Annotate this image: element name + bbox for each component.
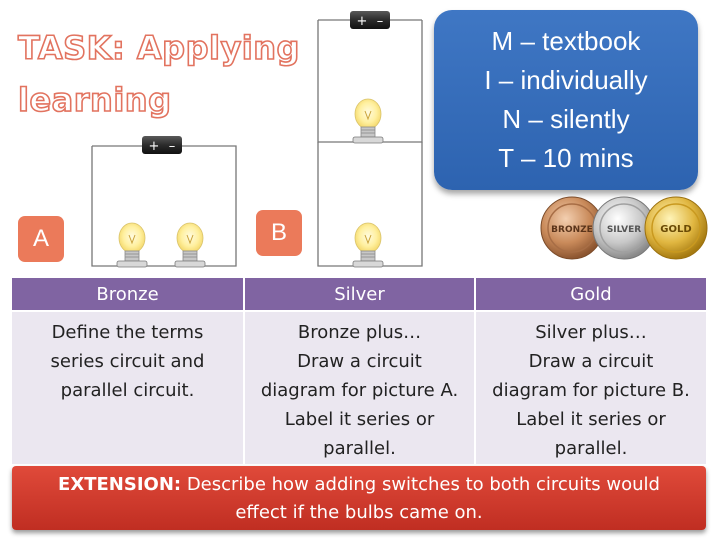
- extension-line1: EXTENSION: Describe how adding switches …: [58, 474, 660, 495]
- header-silver: Silver: [244, 278, 476, 311]
- header-gold: Gold: [475, 278, 706, 311]
- circuit-a: + –: [91, 136, 237, 268]
- svg-text:BRONZE: BRONZE: [551, 225, 593, 235]
- table-header-row: Bronze Silver Gold: [12, 278, 706, 311]
- label-b-badge: B: [256, 210, 302, 256]
- svg-text:GOLD: GOLD: [660, 224, 691, 235]
- battery-b-plus: +: [357, 14, 368, 29]
- task-title-line1: TASK: Applying: [17, 28, 300, 68]
- bronze-task-cell: Define the terms series circuit and para…: [12, 310, 245, 464]
- battery-a-minus: –: [169, 139, 176, 154]
- battery-b: + –: [350, 11, 390, 29]
- medals-image: BRONZE SILVER GOLD: [540, 196, 708, 260]
- task-title-line2: learning: [17, 80, 172, 120]
- table-row: Define the terms series circuit and para…: [12, 310, 706, 464]
- svg-text:SILVER: SILVER: [607, 225, 641, 235]
- gold-medal-icon: GOLD: [644, 196, 708, 260]
- mint-line-m: M – textbook: [491, 26, 641, 56]
- extension-label: EXTENSION:: [58, 474, 182, 495]
- silver-task-cell: Bronze plus… Draw a circuit diagram for …: [244, 310, 476, 464]
- header-bronze: Bronze: [12, 278, 245, 311]
- circuit-pictures: + – + –: [91, 11, 423, 268]
- battery-a: + –: [142, 136, 182, 154]
- label-a-badge: A: [18, 216, 64, 262]
- mint-line-n: N – silently: [502, 104, 630, 134]
- extension-line2: effect if the bulbs came on.: [235, 502, 483, 523]
- circuit-b: + –: [317, 11, 423, 268]
- task-title: TASK: Applying learning: [17, 22, 318, 126]
- mint-line-t: T – 10 mins: [498, 143, 634, 173]
- bulb-icon: [352, 98, 384, 144]
- battery-a-plus: +: [149, 139, 160, 154]
- mint-instructions: M – textbook I – individually N – silent…: [434, 10, 698, 190]
- bulb-icon: [116, 222, 148, 268]
- extension-task: EXTENSION: Describe how adding switches …: [12, 466, 706, 530]
- mint-line-i: I – individually: [484, 65, 648, 95]
- bulb-icon: [174, 222, 206, 268]
- bulb-icon: [352, 222, 384, 268]
- battery-b-minus: –: [377, 14, 384, 29]
- gold-task-cell: Silver plus… Draw a circuit diagram for …: [475, 310, 706, 464]
- levels-table: Bronze Silver Gold Define the terms seri…: [12, 278, 706, 464]
